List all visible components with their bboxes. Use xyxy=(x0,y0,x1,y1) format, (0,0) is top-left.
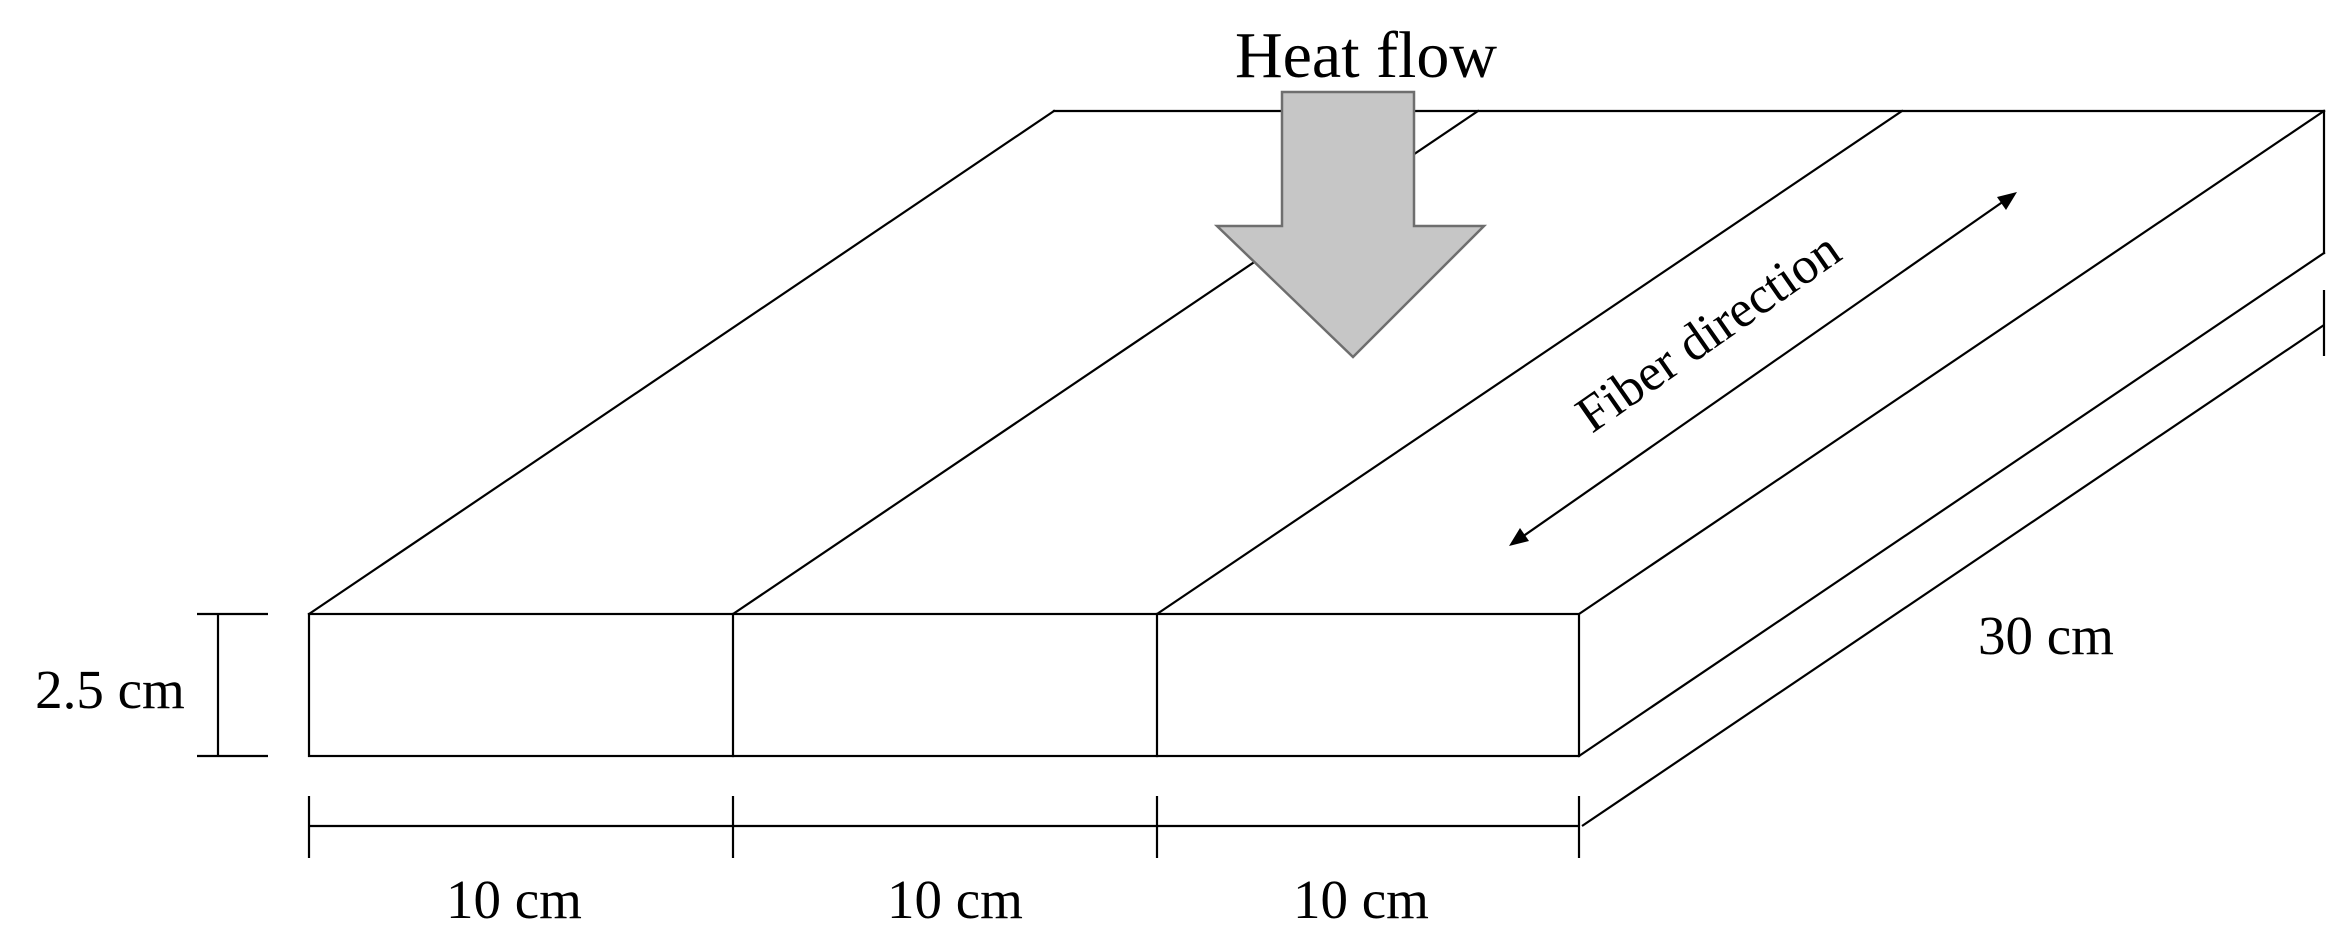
strip-width-label-1: 10 cm xyxy=(446,869,582,930)
fiber-arrow-head-down-icon xyxy=(1509,528,1529,546)
length-dimension: 30 cm xyxy=(1581,290,2326,827)
top-divider-2 xyxy=(1155,109,1904,616)
strip-width-label-3: 10 cm xyxy=(1293,869,1429,930)
side-face-bottom-edge xyxy=(1577,251,2326,758)
top-face-left-edge xyxy=(307,109,1056,616)
heat-flow-arrow: Heat flow xyxy=(1213,19,1497,359)
fiber-arrow-head-up-icon xyxy=(1997,192,2017,210)
heat-flow-label: Heat flow xyxy=(1235,19,1497,92)
fiber-direction-arrow-shaft xyxy=(1511,193,2015,545)
length-dimension-line xyxy=(1581,324,2325,827)
thickness-dimension: 2.5 cm xyxy=(35,612,268,758)
slab xyxy=(307,109,2326,758)
slab-front-face xyxy=(307,612,1581,758)
fiber-direction-label: Fiber direction xyxy=(1566,221,1851,444)
length-label: 30 cm xyxy=(1978,605,2114,666)
thickness-label: 2.5 cm xyxy=(35,659,185,720)
width-dimensions: 10 cm 10 cm 10 cm xyxy=(307,796,1581,930)
strip-width-label-2: 10 cm xyxy=(887,869,1023,930)
heat-flow-arrow-icon xyxy=(1213,90,1488,359)
top-face-right-edge xyxy=(1577,109,2326,616)
